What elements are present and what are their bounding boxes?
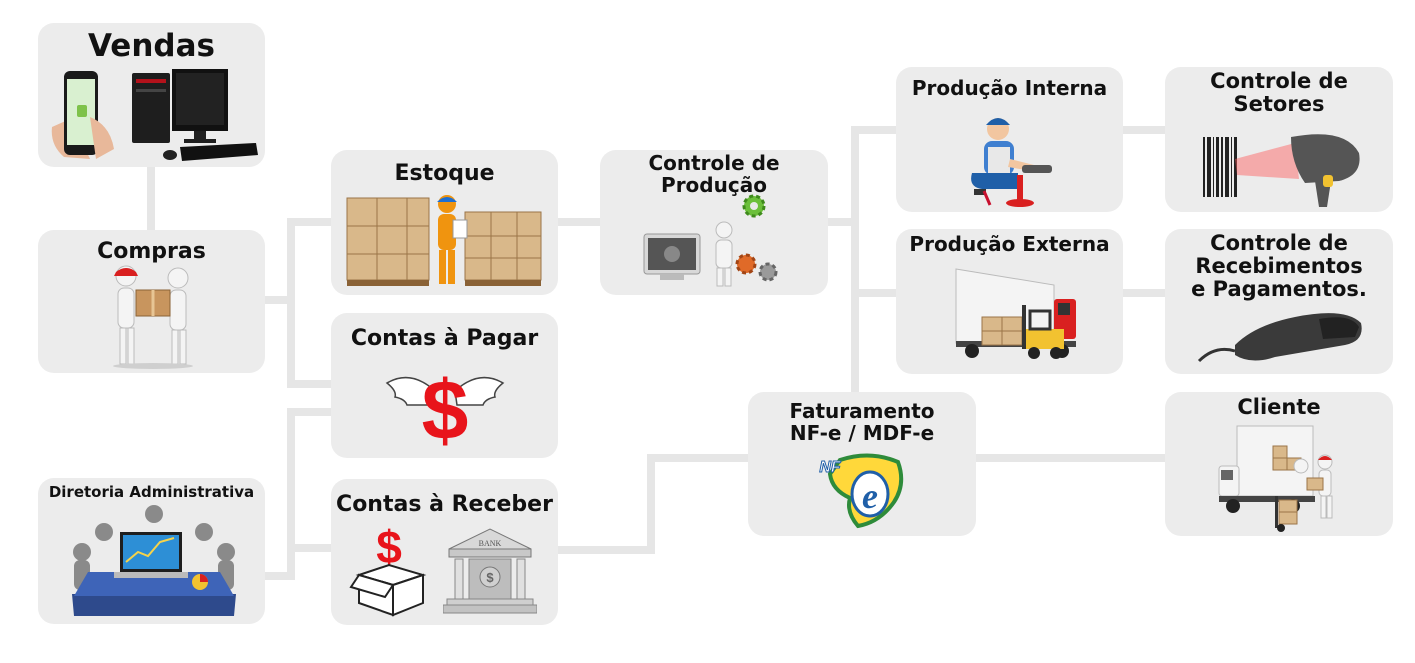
svg-text:$: $ [486,570,494,585]
node-title: Diretoria Administrativa [48,483,255,501]
node-controle-de-producao: Controle de Produção [600,150,828,295]
node-contas-a-receber: Contas à Receber $ BANK $ [331,479,558,625]
node-title: Cliente [1237,395,1321,419]
node-diretoria-administrativa: Diretoria Administrativa [38,478,265,624]
monitor-gears-icon [640,194,790,290]
node-title: Controle de Recebimentos e Pagamentos. [1191,231,1367,302]
bank-building-icon: BANK $ [443,525,537,619]
node-vendas: Vendas [38,23,265,167]
svg-text:$: $ [422,363,469,453]
truck-forklift-icon [950,265,1082,365]
money-box-icon: $ [349,523,433,619]
node-title: Vendas [88,28,215,64]
node-contas-a-pagar: Contas à Pagar $ [331,313,558,458]
node-cliente: Cliente [1165,392,1393,536]
node-title: Controle de Setores [1210,69,1348,117]
svg-text:NF: NF [819,459,842,476]
delivery-truck-icon [1217,422,1343,534]
node-producao-interna: Produção Interna [896,67,1123,212]
factory-worker-icon [962,107,1062,209]
node-title: Contas à Pagar [350,326,539,351]
node-compras: Compras [38,230,265,373]
node-controle-de-setores: Controle de Setores [1165,67,1393,212]
node-producao-externa: Produção Externa [896,229,1123,374]
node-controle-de-recebimentos: Controle de Recebimentos e Pagamentos. [1165,229,1393,374]
desktop-computer-icon [130,67,260,165]
svg-text:e: e [862,476,878,516]
node-title: Contas à Receber [336,492,553,517]
node-title: Faturamento NF-e / MDF-e [789,399,935,445]
winged-dollar-icon: $ [385,357,505,453]
nfe-logo-icon: e NF [810,450,910,532]
node-title: Compras [97,239,206,264]
handheld-scanner-icon [1195,305,1365,371]
node-title: Produção Interna [911,76,1108,100]
svg-text:BANK: BANK [479,539,502,548]
warehouse-boxes-icon [345,190,545,290]
node-title: Controle de Produção [648,151,780,197]
barcode-scanner-icon [1195,123,1365,209]
node-title: Estoque [394,161,495,186]
node-title: Produção Externa [909,232,1110,256]
people-carrying-box-icon [98,264,208,370]
smartphone-icon [50,67,125,163]
meeting-table-icon [68,502,240,622]
node-faturamento: Faturamento NF-e / MDF-e e NF [748,392,976,536]
node-estoque: Estoque [331,150,558,295]
